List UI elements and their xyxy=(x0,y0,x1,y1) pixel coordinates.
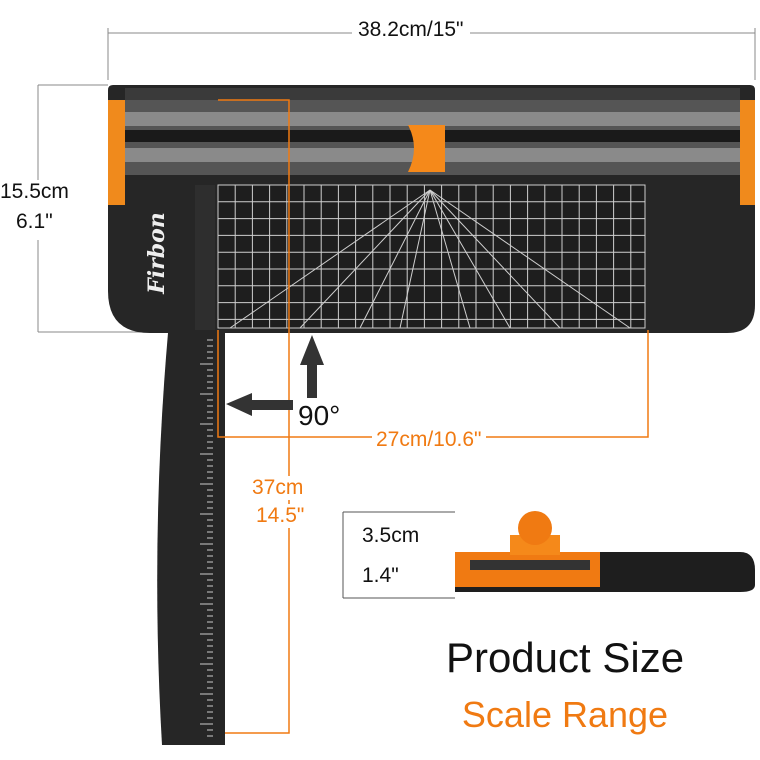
thickness-bracket xyxy=(342,511,455,599)
arm-length-cm: 37cm xyxy=(252,476,304,500)
height-label-in: 6.1" xyxy=(16,210,53,233)
left-end-cap xyxy=(108,100,125,205)
arm-length-in: 14.5" xyxy=(256,504,305,528)
arm-ruler-ticks xyxy=(200,339,213,737)
ruler-arm[interactable] xyxy=(157,333,225,745)
cut-length-label: 27cm/10.6" xyxy=(372,428,486,452)
up-arrow-icon xyxy=(300,335,324,398)
thickness-in: 1.4" xyxy=(362,564,399,587)
blade-slider[interactable] xyxy=(408,125,445,172)
left-ruler xyxy=(195,185,215,330)
cutting-grid xyxy=(217,184,646,329)
caption-title: Product Size xyxy=(445,634,685,681)
thickness-cm: 3.5cm xyxy=(362,524,420,547)
width-label: 38.2cm/15" xyxy=(352,18,470,42)
left-arrow-icon xyxy=(226,393,293,416)
caption-subtitle: Scale Range xyxy=(461,694,669,735)
angle-label: 90° xyxy=(298,400,341,431)
side-view-knob xyxy=(518,511,552,545)
height-label-cm: 15.5cm xyxy=(0,180,69,203)
top-strip xyxy=(125,88,740,100)
grid-lines xyxy=(217,184,645,329)
right-end-cap xyxy=(740,100,755,205)
brand-logo: Firbon xyxy=(143,212,170,294)
